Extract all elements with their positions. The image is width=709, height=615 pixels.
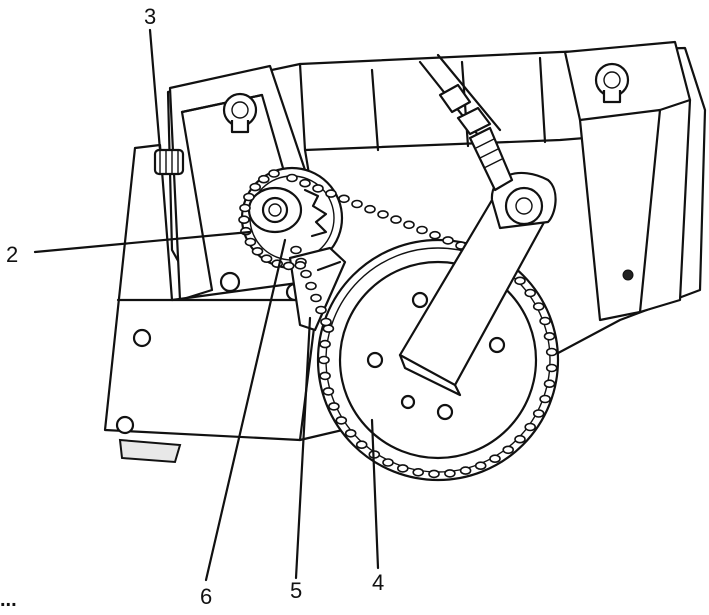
chain-link: [474, 461, 487, 471]
chain-link: [268, 169, 280, 178]
right-bracket: [563, 40, 692, 322]
chain-link: [429, 230, 441, 240]
chain-link: [319, 371, 331, 381]
chain-link: [524, 288, 537, 298]
chain-link: [257, 174, 270, 184]
chain-link: [390, 215, 402, 224]
leader-5: [294, 316, 312, 580]
adjuster-bolt: [153, 148, 185, 176]
chain-link: [489, 454, 501, 464]
callout-4: 4: [372, 570, 384, 595]
chain-link: [514, 276, 526, 286]
chain-link: [377, 210, 389, 219]
chain-link: [249, 182, 261, 192]
chain-link: [545, 347, 558, 357]
chain-link: [290, 245, 302, 255]
chain-link: [524, 422, 537, 432]
chain-link: [286, 173, 298, 183]
chain-link: [335, 416, 348, 425]
chain-link: [416, 225, 428, 235]
chain-link: [459, 466, 472, 475]
chain-link: [428, 469, 440, 479]
chain-link: [315, 305, 327, 315]
chain-link: [312, 184, 324, 193]
chain-link: [344, 428, 357, 438]
chain-link: [539, 394, 551, 404]
chain-link: [282, 261, 295, 271]
chain-link: [355, 440, 368, 450]
chain-link: [260, 254, 273, 264]
lever-arm: [398, 171, 557, 397]
chain-link: [532, 409, 545, 418]
chain-link: [244, 237, 257, 247]
chain-link: [514, 434, 526, 444]
chain-link: [239, 203, 251, 213]
callout-5: 5: [290, 578, 302, 603]
chain-link: [532, 302, 545, 311]
chain-link: [238, 215, 250, 224]
bottom-stub: [118, 438, 182, 464]
chain-link: [319, 339, 331, 349]
chain-link: [243, 192, 255, 202]
chain-link: [325, 189, 337, 198]
callout-3: 3: [144, 4, 156, 29]
control-rod: [418, 53, 514, 192]
chain-link: [310, 293, 322, 303]
chain-link: [322, 387, 335, 396]
chain-link: [543, 379, 556, 389]
chain-link: [320, 317, 332, 327]
small-sprocket: [240, 166, 344, 270]
chain-link: [318, 355, 330, 365]
leader-2: [33, 230, 252, 254]
chain-link: [364, 204, 376, 214]
leader-lines: [33, 28, 380, 582]
chain-link: [502, 445, 515, 455]
leader-4: [370, 418, 380, 570]
callout-6: 6: [200, 584, 212, 609]
chain-link: [403, 220, 415, 230]
chain-link: [543, 331, 556, 341]
chain-link: [294, 260, 307, 270]
chain-link: [305, 281, 317, 291]
chain-link: [539, 316, 551, 326]
chain-link: [444, 469, 456, 478]
chain-link: [412, 467, 425, 477]
chain-link: [396, 464, 409, 473]
rivet: [622, 269, 634, 281]
chain-link: [328, 402, 340, 411]
chain-link: [299, 178, 311, 188]
left-bracket: [168, 64, 307, 302]
chain-link: [300, 269, 312, 279]
cut-off-caption: ...: [0, 589, 17, 610]
chain-link: [382, 458, 394, 467]
chain-link: [251, 247, 264, 256]
chain-link: [442, 236, 454, 245]
leader-3: [148, 28, 162, 152]
leader-6: [204, 238, 287, 582]
chain-link: [338, 194, 350, 204]
chain-link: [545, 363, 558, 373]
chain-link: [351, 199, 363, 209]
callout-2: 2: [6, 242, 18, 267]
